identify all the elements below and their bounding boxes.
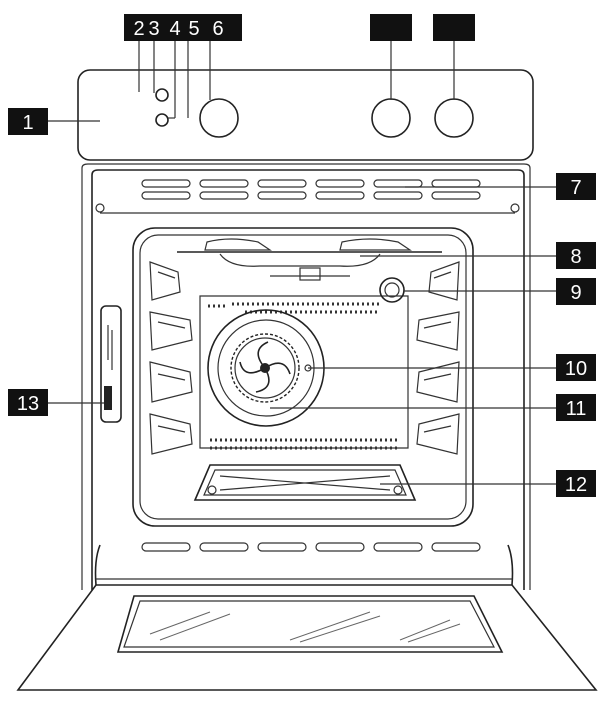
callout-11: 11	[556, 394, 596, 421]
callout-5-label: 5	[188, 18, 199, 40]
shelf-supports-left	[149, 261, 193, 455]
callout-10: 10	[556, 354, 596, 381]
oven-body	[81, 163, 531, 590]
top-vent-slots	[141, 179, 481, 200]
callout-3-label: 3	[148, 18, 159, 40]
callout-11-label: 11	[566, 398, 587, 420]
grill-heating-element	[177, 238, 442, 281]
callout-1-label: 1	[22, 112, 33, 134]
callout-9: 9	[556, 278, 596, 305]
callout-13: 13	[8, 389, 48, 416]
knob-left[interactable]	[199, 98, 239, 138]
shelf-supports-right	[416, 261, 460, 455]
callout-knob-middle	[370, 14, 412, 41]
callout-9-label: 9	[570, 282, 581, 304]
callout-8-label: 8	[570, 246, 581, 268]
door-hinge-latch	[100, 305, 122, 423]
callout-10-label: 10	[565, 358, 587, 380]
door-glass	[116, 595, 504, 653]
fan-assembly	[207, 309, 325, 427]
callout-7-label: 7	[570, 177, 581, 199]
callout-4-label: 4	[169, 18, 180, 40]
back-wall-perforations	[208, 302, 400, 450]
callout-8: 8	[556, 242, 596, 269]
callout-knob-right	[433, 14, 475, 41]
callout-12: 12	[556, 470, 596, 497]
bottom-vent-slots	[141, 542, 481, 552]
knob-middle[interactable]	[371, 98, 411, 138]
callout-7: 7	[556, 173, 596, 200]
bottom-heating-element	[193, 464, 417, 501]
fan-cover	[230, 333, 300, 403]
control-panel	[77, 69, 534, 161]
callout-12-label: 12	[565, 474, 587, 496]
oven-door	[16, 544, 598, 691]
oven-lamp	[379, 277, 405, 303]
indicator-light-bottom	[155, 113, 169, 127]
leader-lines	[48, 40, 556, 485]
callout-6-label: 6	[212, 18, 223, 40]
callout-13-label: 13	[17, 393, 39, 415]
oven-cavity	[132, 227, 474, 527]
callout-1: 1	[8, 108, 48, 135]
knob-right[interactable]	[434, 98, 474, 138]
callout-2-3-4-5-6: 2 3 4 5 6	[124, 14, 242, 41]
callout-2-label: 2	[133, 18, 144, 40]
indicator-light-top	[155, 88, 169, 102]
